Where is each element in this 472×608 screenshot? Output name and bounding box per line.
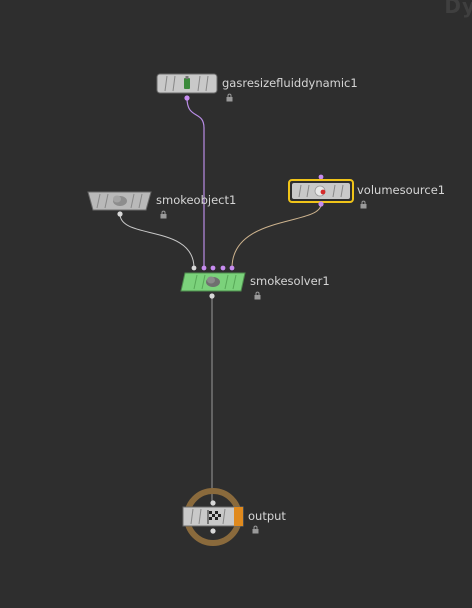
output-connector[interactable]	[117, 211, 123, 217]
wire-smokeobject-to-solver[interactable]	[119, 213, 195, 269]
output-connector[interactable]	[209, 293, 215, 299]
node-output[interactable]	[182, 488, 244, 546]
lock-icon[interactable]	[359, 200, 368, 209]
lock-icon[interactable]	[225, 93, 234, 102]
output-connector[interactable]	[318, 201, 324, 207]
input-connector-4[interactable]	[220, 265, 226, 271]
cloud-icon	[206, 276, 220, 287]
input-connector-1[interactable]	[191, 265, 197, 271]
wire-gasresize-to-solver[interactable]	[186, 97, 205, 268]
node-label-gasresize: gasresizefluiddynamic1	[222, 76, 358, 90]
input-connector-5[interactable]	[229, 265, 235, 271]
node-label-smokesolver: smokesolver1	[250, 274, 330, 288]
node-smokesolver1[interactable]	[180, 265, 246, 299]
node-smokeobject1[interactable]	[87, 191, 152, 217]
lock-icon[interactable]	[251, 525, 260, 534]
lock-icon[interactable]	[159, 210, 168, 219]
output-connector[interactable]	[210, 528, 216, 534]
lock-icon[interactable]	[253, 291, 262, 300]
wire-volumesource-to-solver[interactable]	[231, 203, 322, 269]
input-connector[interactable]	[318, 174, 324, 180]
context-watermark: Dy	[444, 0, 472, 18]
node-gasresizefluiddynamic1[interactable]	[156, 73, 218, 101]
volume-source-icon	[314, 185, 326, 197]
cloud-icon	[113, 195, 127, 206]
checkered-flag-icon	[207, 510, 221, 524]
display-flag[interactable]	[234, 507, 243, 526]
input-connector-2[interactable]	[201, 265, 207, 271]
input-connector[interactable]	[210, 500, 216, 506]
node-label-smokeobject: smokeobject1	[156, 193, 237, 207]
node-volumesource1[interactable]	[288, 174, 354, 207]
node-label-volumesource: volumesource1	[357, 183, 446, 197]
node-label-output: output	[248, 509, 286, 523]
gas-resize-icon	[184, 76, 190, 89]
input-connector-3[interactable]	[210, 265, 216, 271]
output-connector[interactable]	[184, 95, 190, 101]
